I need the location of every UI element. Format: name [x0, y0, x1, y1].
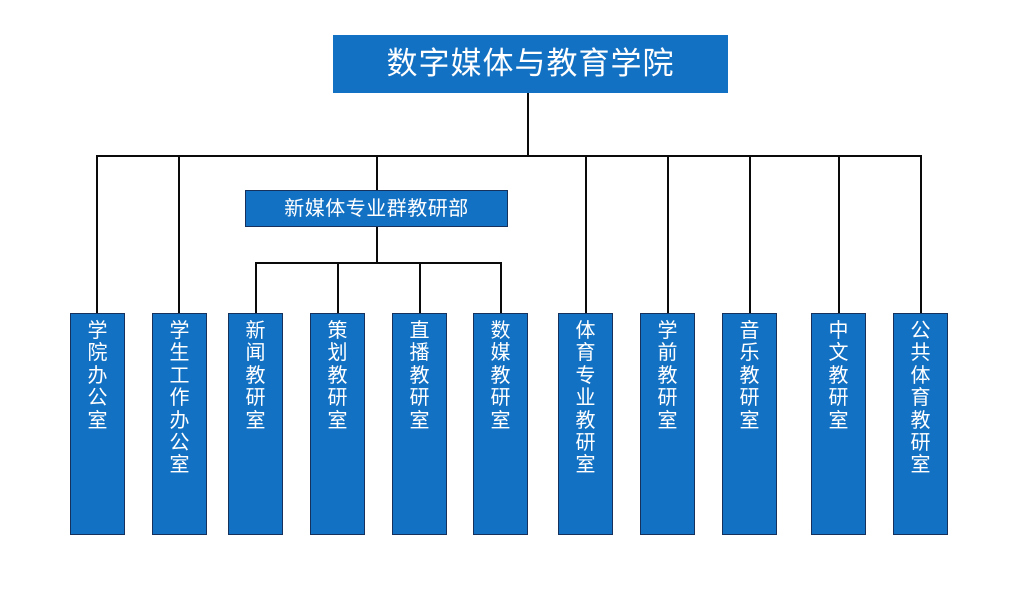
- node-leaf-9-label: 音乐教研室: [739, 320, 760, 432]
- node-leaf-8[interactable]: 学前教研室: [640, 313, 695, 535]
- node-leaf-8-label: 学前教研室: [657, 320, 678, 432]
- node-leaf-9[interactable]: 音乐教研室: [722, 313, 777, 535]
- node-root-label: 数字媒体与教育学院: [386, 45, 675, 81]
- connector-drop-5: [419, 262, 421, 313]
- node-subdepartment[interactable]: 新媒体专业群教研部: [245, 190, 508, 227]
- node-leaf-1[interactable]: 学院办公室: [70, 313, 125, 535]
- connector-subdept-stem: [376, 226, 378, 263]
- node-leaf-5[interactable]: 直播教研室: [392, 313, 447, 535]
- connector-drop-6: [500, 262, 502, 313]
- node-leaf-4-label: 策划教研室: [327, 320, 348, 432]
- node-leaf-11[interactable]: 公共体育教研室: [893, 313, 948, 535]
- connector-drop-10: [838, 155, 840, 313]
- node-leaf-2[interactable]: 学生工作办公室: [152, 313, 207, 535]
- connector-drop-1: [96, 155, 98, 313]
- node-leaf-6-label: 数媒教研室: [490, 320, 511, 432]
- node-leaf-7[interactable]: 体育专业教研室: [558, 313, 613, 535]
- connector-subdept-bus: [255, 262, 502, 264]
- node-leaf-10[interactable]: 中文教研室: [811, 313, 866, 535]
- node-leaf-3[interactable]: 新闻教研室: [228, 313, 283, 535]
- connector-drop-8: [667, 155, 669, 313]
- connector-drop-4: [337, 262, 339, 313]
- node-leaf-6[interactable]: 数媒教研室: [473, 313, 528, 535]
- connector-drop-2: [178, 155, 180, 313]
- connector-main-bus: [96, 155, 921, 157]
- node-leaf-5-label: 直播教研室: [409, 320, 430, 432]
- node-leaf-4[interactable]: 策划教研室: [310, 313, 365, 535]
- connector-drop-9: [749, 155, 751, 313]
- node-leaf-1-label: 学院办公室: [87, 320, 108, 432]
- connector-drop-7: [585, 155, 587, 313]
- connector-drop-3: [255, 262, 257, 313]
- node-leaf-2-label: 学生工作办公室: [169, 320, 190, 477]
- connector-drop-11: [920, 155, 922, 313]
- node-leaf-10-label: 中文教研室: [828, 320, 849, 432]
- node-root[interactable]: 数字媒体与教育学院: [333, 35, 728, 93]
- node-leaf-3-label: 新闻教研室: [245, 320, 266, 432]
- connector-drop-subdept: [376, 155, 378, 191]
- node-subdepartment-label: 新媒体专业群教研部: [284, 197, 469, 220]
- node-leaf-7-label: 体育专业教研室: [575, 320, 596, 477]
- connector-root-stem: [527, 93, 529, 156]
- node-leaf-11-label: 公共体育教研室: [910, 320, 931, 477]
